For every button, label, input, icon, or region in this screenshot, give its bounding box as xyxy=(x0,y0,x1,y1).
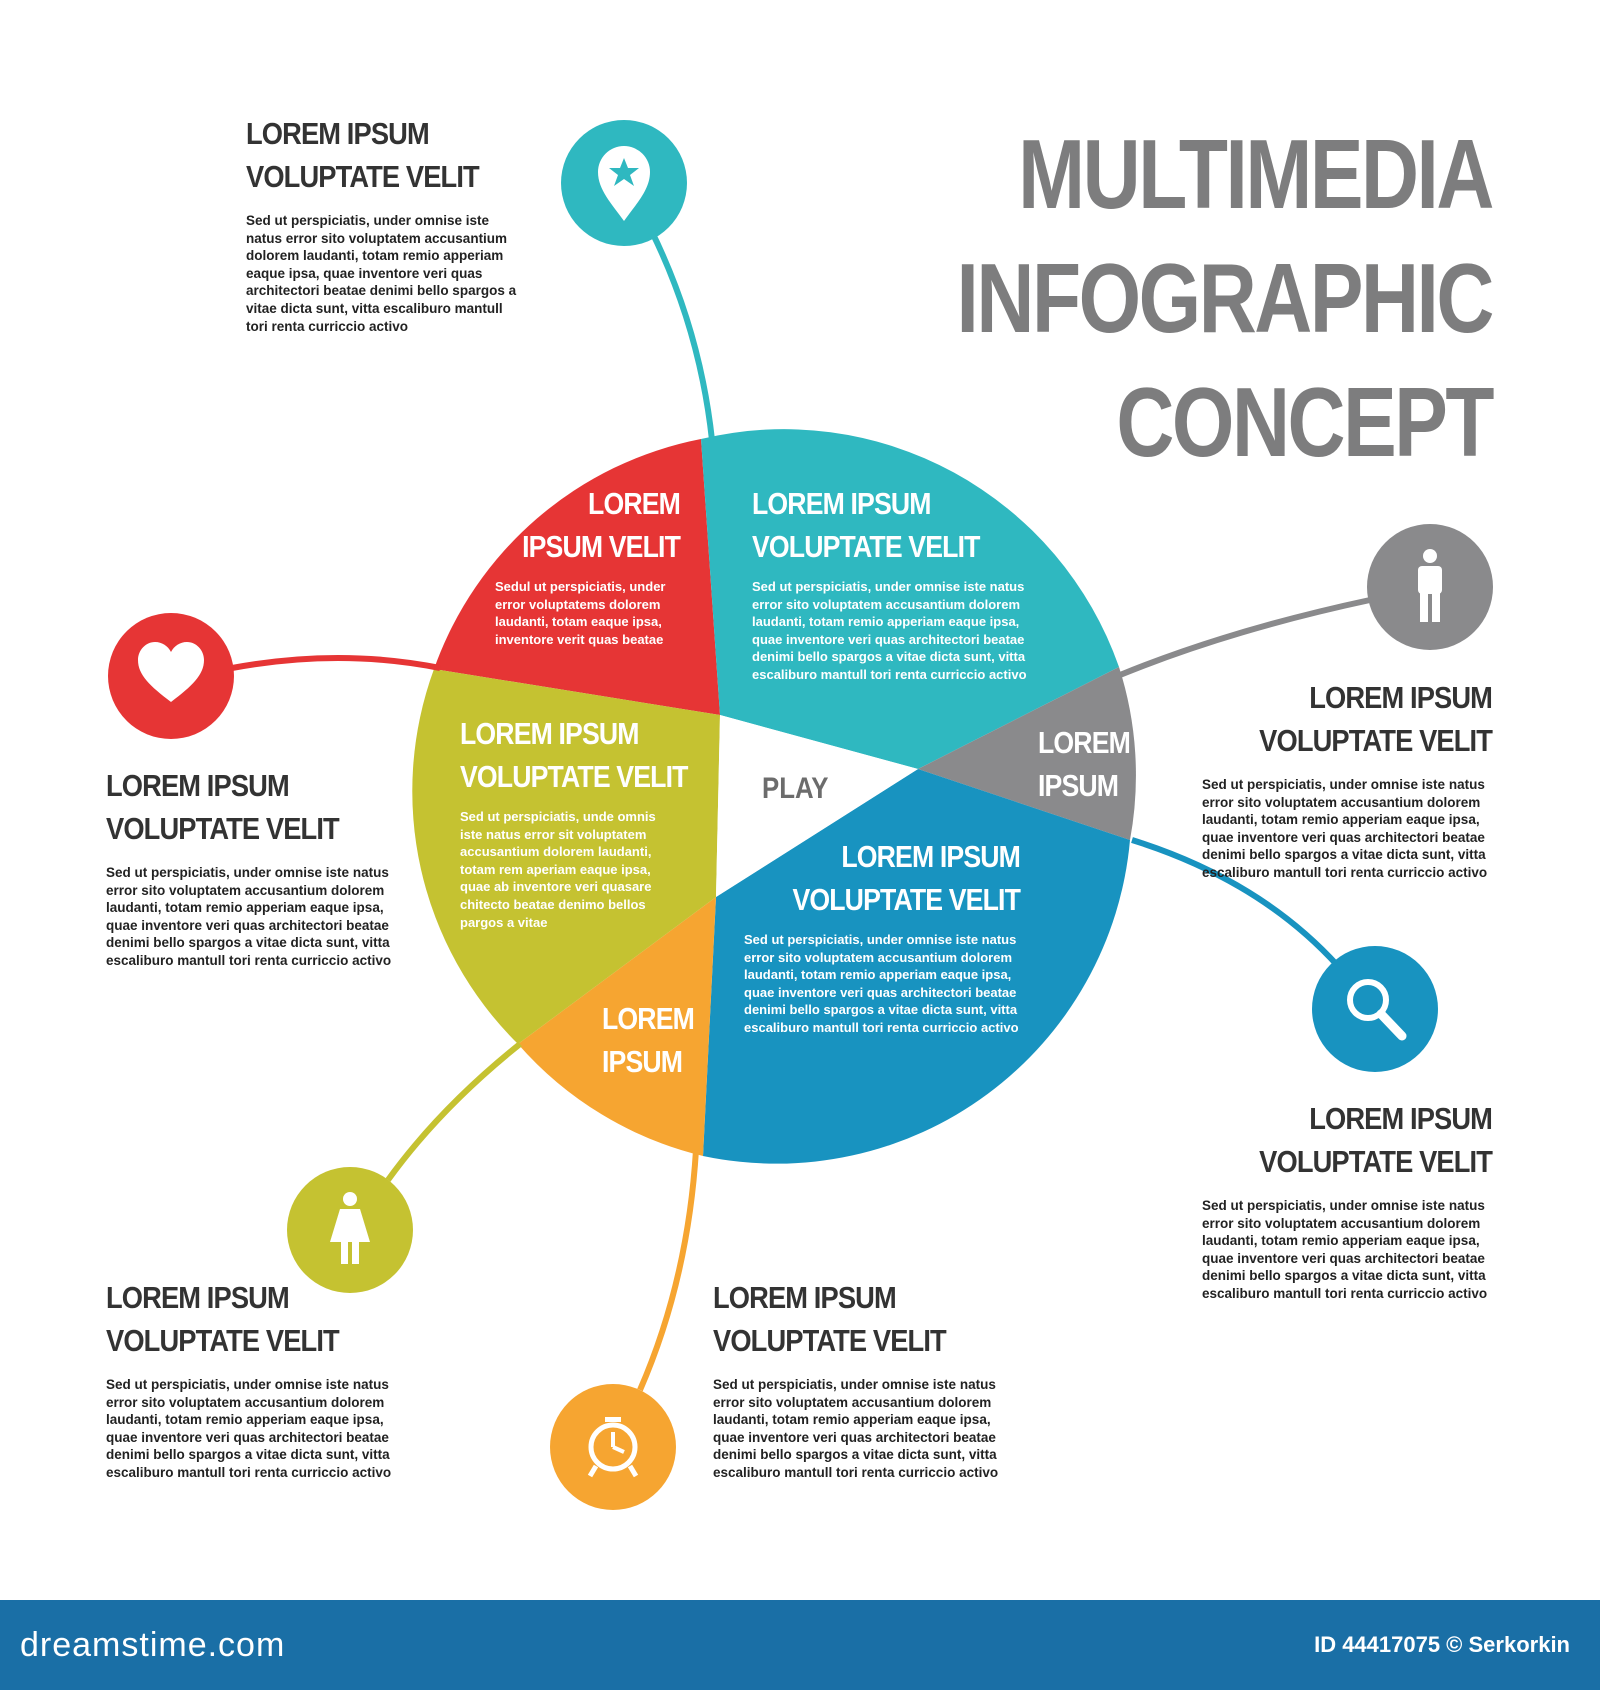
segment-gray xyxy=(918,667,1136,840)
block-mid-left-heading-2: VOLUPTATE VELIT xyxy=(106,811,340,846)
segment-orange xyxy=(518,897,716,1156)
center-hub xyxy=(716,715,918,897)
segment-olive-heading-2: VOLUPTATE VELIT xyxy=(460,759,688,794)
segment-teal-heading-1: LOREM IPSUM xyxy=(752,486,932,521)
footer-brand: dreamstime.com xyxy=(20,1626,286,1664)
segment-gray-heading-2: IPSUM xyxy=(1038,768,1119,803)
block-right-upper-body: Sed ut perspiciatis, under omnise iste n… xyxy=(1202,777,1488,880)
text-block-mid-left: LOREM IPSUM VOLUPTATE VELIT Sed ut persp… xyxy=(106,764,396,970)
text-block-right-lower: LOREM IPSUM VOLUPTATE VELIT Sed ut persp… xyxy=(1192,1097,1493,1303)
block-right-upper-heading-2: VOLUPTATE VELIT xyxy=(1259,723,1493,758)
block-top-left-body: Sed ut perspiciatis, under omnise iste n… xyxy=(246,213,517,334)
title-line-2: INFOGRAPHIC xyxy=(956,243,1495,353)
block-bottom-left-heading-1: LOREM IPSUM xyxy=(106,1280,290,1315)
segment-teal xyxy=(701,429,1119,769)
title-line-1: MULTIMEDIA xyxy=(1018,119,1494,229)
text-block-top-left: LOREM IPSUM VOLUPTATE VELIT Sed ut persp… xyxy=(246,112,526,335)
segment-gray-heading-1: LOREM xyxy=(1038,725,1131,760)
segment-teal-body: Sed ut perspiciatis, under omnise iste n… xyxy=(752,579,1027,682)
text-block-bottom-left: LOREM IPSUM VOLUPTATE VELIT Sed ut persp… xyxy=(106,1276,396,1482)
diagram-graphics xyxy=(108,120,1493,1510)
block-mid-left-body: Sed ut perspiciatis, under omnise iste n… xyxy=(106,865,392,968)
segment-red-body: Sedul ut perspiciatis, under error volup… xyxy=(495,579,666,647)
segment-olive-body: Sed ut perspiciatis, unde omnis iste nat… xyxy=(460,809,656,930)
connector-blue xyxy=(1131,837,1341,969)
block-bottom-center-body: Sed ut perspiciatis, under omnise iste n… xyxy=(713,1377,999,1480)
connector-red xyxy=(231,655,441,671)
man-icon xyxy=(1367,524,1493,650)
map-pin-star-icon xyxy=(561,120,687,246)
alarm-clock-icon xyxy=(550,1384,676,1510)
segment-blue-body: Sed ut perspiciatis, under omnise iste n… xyxy=(744,932,1019,1035)
center-play-label: PLAY xyxy=(762,772,829,805)
block-bottom-left-heading-2: VOLUPTATE VELIT xyxy=(106,1323,340,1358)
segment-olive xyxy=(412,669,720,1044)
segment-red xyxy=(434,439,720,715)
segment-gray-text: LOREM IPSUM xyxy=(1038,721,1145,807)
segment-blue-heading-2: VOLUPTATE VELIT xyxy=(792,882,1020,917)
segment-olive-heading-1: LOREM IPSUM xyxy=(460,716,640,751)
infographic-canvas: MULTIMEDIA INFOGRAPHIC CONCEPT LOREM IPS… xyxy=(106,112,1495,1510)
block-right-lower-heading-2: VOLUPTATE VELIT xyxy=(1259,1144,1493,1179)
page-title: MULTIMEDIA INFOGRAPHIC CONCEPT xyxy=(839,112,1495,484)
heart-icon xyxy=(108,613,234,739)
segment-red-heading-2: IPSUM VELIT xyxy=(522,529,681,564)
segment-blue xyxy=(703,769,1130,1164)
block-right-lower-body: Sed ut perspiciatis, under omnise iste n… xyxy=(1202,1198,1488,1301)
block-right-lower-heading-1: LOREM IPSUM xyxy=(1309,1101,1493,1136)
segment-orange-text: LOREM IPSUM xyxy=(602,997,709,1083)
watermark-footer: dreamstime.com ID 44417075 © Serkorkin xyxy=(0,1600,1600,1690)
text-block-right-upper: LOREM IPSUM VOLUPTATE VELIT Sed ut persp… xyxy=(1192,676,1493,882)
title-line-3: CONCEPT xyxy=(1116,367,1494,477)
connector-olive xyxy=(385,1041,522,1182)
segment-orange-heading-1: LOREM xyxy=(602,1001,695,1036)
connector-orange xyxy=(637,1149,699,1392)
block-right-upper-heading-1: LOREM IPSUM xyxy=(1309,680,1493,715)
magnifier-icon xyxy=(1312,946,1438,1072)
segment-olive-text: LOREM IPSUM VOLUPTATE VELIT Sed ut persp… xyxy=(460,712,688,931)
block-bottom-center-heading-1: LOREM IPSUM xyxy=(713,1280,897,1315)
connector-teal xyxy=(649,230,715,441)
segment-red-text: LOREM IPSUM VELIT Sedul ut perspiciatis,… xyxy=(480,482,681,648)
segment-blue-heading-1: LOREM IPSUM xyxy=(841,839,1021,874)
woman-icon xyxy=(287,1167,413,1293)
block-top-left-heading-1: LOREM IPSUM xyxy=(246,116,430,151)
connector-gray xyxy=(1118,597,1371,678)
block-mid-left-heading-1: LOREM IPSUM xyxy=(106,768,290,803)
segment-red-heading-1: LOREM xyxy=(588,486,681,521)
segment-teal-heading-2: VOLUPTATE VELIT xyxy=(752,529,980,564)
block-bottom-center-heading-2: VOLUPTATE VELIT xyxy=(713,1323,947,1358)
block-top-left-heading-2: VOLUPTATE VELIT xyxy=(246,159,480,194)
block-bottom-left-body: Sed ut perspiciatis, under omnise iste n… xyxy=(106,1377,392,1480)
segment-orange-heading-2: IPSUM xyxy=(602,1044,683,1079)
segment-teal-text: LOREM IPSUM VOLUPTATE VELIT Sed ut persp… xyxy=(752,482,1037,684)
segment-blue-text: LOREM IPSUM VOLUPTATE VELIT Sed ut persp… xyxy=(740,835,1021,1037)
footer-credit: ID 44417075 © Serkorkin xyxy=(1314,1632,1570,1657)
text-block-bottom-center: LOREM IPSUM VOLUPTATE VELIT Sed ut persp… xyxy=(713,1276,1003,1482)
